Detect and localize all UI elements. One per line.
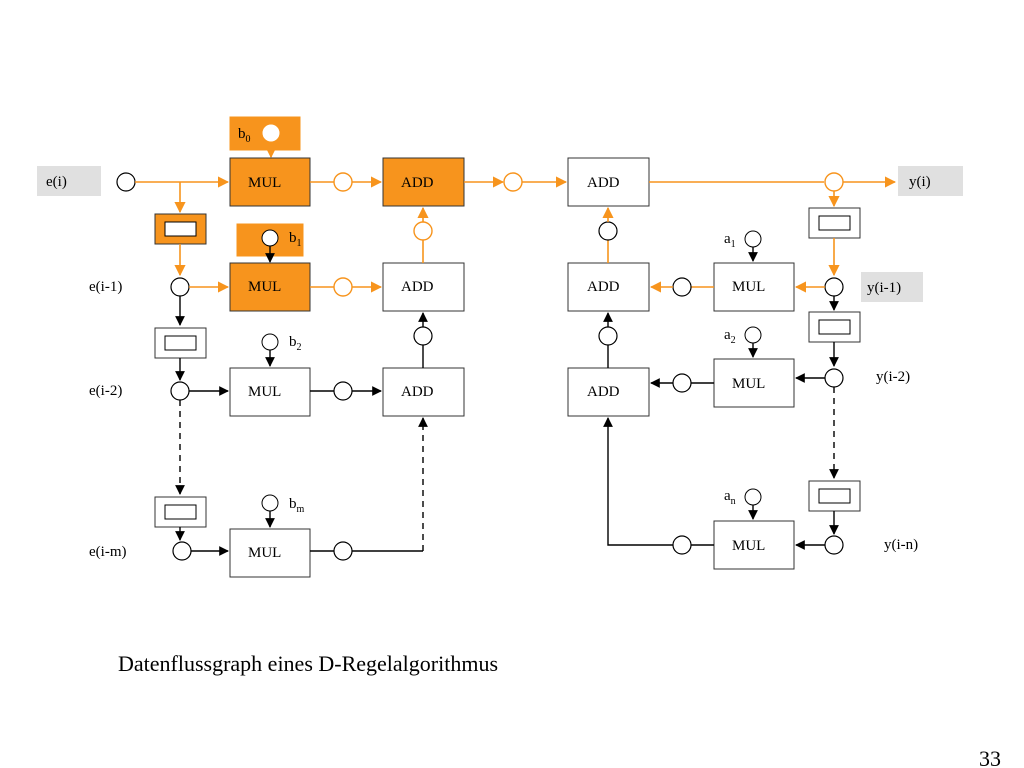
node-e2: [170, 381, 190, 401]
coeff-node-bm: [261, 494, 279, 512]
add-label-0: ADD: [401, 175, 434, 191]
delay-inner-em: [164, 504, 197, 520]
add-block-r1: [567, 262, 650, 312]
node-mulAn-out: [672, 535, 692, 555]
node-y1: [824, 277, 844, 297]
delay-inner-y1: [818, 215, 851, 231]
delay-inner-yn: [818, 488, 851, 504]
node-mulA2-out: [672, 373, 692, 393]
edge-node-addR2-up: [603, 417, 673, 546]
input-label-e2: e(i-2): [89, 383, 122, 399]
input-label-e0: e(i): [46, 174, 67, 190]
add-block-1: [382, 262, 465, 312]
add-label-1: ADD: [401, 279, 434, 295]
add-block-r0: [567, 157, 650, 207]
node-add2-out: [413, 326, 433, 346]
mul-block-1: [229, 262, 311, 312]
mul-block-2: [229, 367, 311, 417]
node-e1: [170, 277, 190, 297]
output-label-y0: y(i): [909, 174, 931, 190]
coeff-label-b1: b1: [289, 230, 302, 249]
coeff-node-a1: [744, 230, 762, 248]
mul-block-a1: [713, 262, 795, 312]
mul-label-a1: MUL: [732, 279, 765, 295]
mul-label-0: MUL: [248, 175, 281, 191]
mul-label-m: MUL: [248, 545, 281, 561]
add-block-0: [382, 157, 465, 207]
caption: Datenflussgraph eines D-Regelalgorithmus: [118, 651, 498, 676]
node-add0-out: [503, 172, 523, 192]
node-y2: [824, 368, 844, 388]
add-label-2: ADD: [401, 384, 434, 400]
coeff-label-a1: a1: [724, 231, 736, 250]
node-mulA1-out: [672, 277, 692, 297]
coeff-label-an: an: [724, 488, 736, 507]
node-mul2-out: [333, 381, 353, 401]
node-mul0-out: [333, 172, 353, 192]
output-label-y1: y(i-1): [867, 280, 901, 296]
input-label-e1: e(i-1): [89, 279, 122, 295]
coeff-label-bm: bm: [289, 496, 305, 515]
node-e0: [116, 172, 136, 192]
mul-block-a2: [713, 358, 795, 408]
mul-block-0: [229, 157, 311, 207]
add-label-r0: ADD: [587, 175, 620, 191]
node-y0: [824, 172, 844, 192]
output-label-yn: y(i-n): [884, 537, 918, 553]
node-yn: [824, 535, 844, 555]
mul-label-2: MUL: [248, 384, 281, 400]
node-add1-out: [413, 221, 433, 241]
delay-inner-e2: [164, 335, 197, 351]
delay-inner-y2: [818, 319, 851, 335]
coeff-label-b0: b0: [238, 126, 251, 145]
add-label-r1: ADD: [587, 279, 620, 295]
coeff-label-a2: a2: [724, 327, 736, 346]
coeff-node-a2: [744, 326, 762, 344]
node-addR1-out: [598, 221, 618, 241]
output-label-box-y1: [861, 272, 923, 302]
mul-block-an: [713, 520, 795, 570]
node-mulm-out: [333, 541, 353, 561]
coeff-node-an: [744, 488, 762, 506]
mul-label-an: MUL: [732, 538, 765, 554]
mul-label-1: MUL: [248, 279, 281, 295]
delay-inner-e1: [164, 221, 197, 237]
mul-label-a2: MUL: [732, 376, 765, 392]
node-addR2-out: [598, 326, 618, 346]
node-mul1-out: [333, 277, 353, 297]
coeff-node-b0: [262, 124, 280, 142]
coeff-node-b2: [261, 333, 279, 351]
output-label-y2: y(i-2): [876, 369, 910, 385]
node-em: [172, 541, 192, 561]
coeff-label-b2: b2: [289, 334, 302, 353]
input-label-box-e0: [37, 166, 101, 196]
input-label-em: e(i-m): [89, 544, 126, 560]
mul-block-m: [229, 528, 311, 578]
output-label-box-y0: [898, 166, 963, 196]
page-number: 33: [979, 746, 1001, 768]
coeff-node-b1: [261, 229, 279, 247]
add-label-r2: ADD: [587, 384, 620, 400]
